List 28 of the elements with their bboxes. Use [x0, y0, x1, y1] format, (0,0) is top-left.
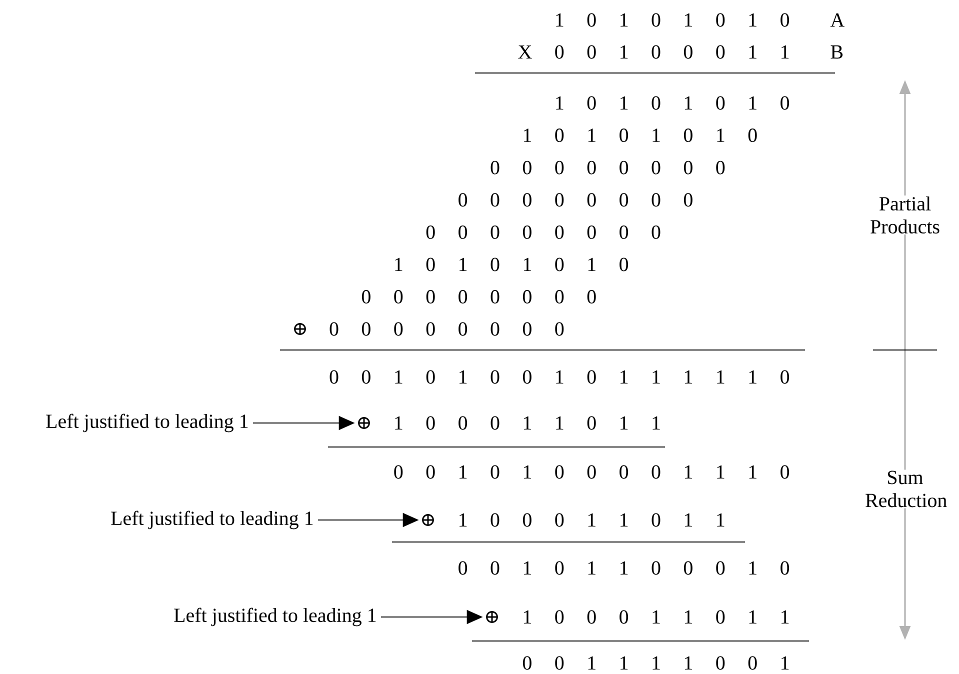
side-label: Sum Reduction [864, 470, 947, 508]
bit-row: 0 0 1 0 1 0 0 0 0 1 1 1 0 [394, 465, 790, 479]
annotation-text: Left justified to leading 1 [46, 414, 248, 432]
bit-row: 0 0 1 0 1 0 0 1 0 1 1 1 1 1 0 [330, 370, 790, 384]
bit-row: 1 0 1 0 1 0 1 0 [556, 13, 790, 27]
bit-row: 0 0 0 0 0 0 0 0 [362, 290, 596, 304]
operand-letter: A [830, 13, 844, 27]
xor-symbol: ⊕ [358, 417, 370, 429]
bit-row: 0 0 1 1 1 1 0 0 1 [522, 656, 789, 670]
bit-row: 1 0 1 0 1 0 1 0 [556, 96, 790, 110]
bit-row: 0 0 0 0 0 0 0 0 [426, 225, 660, 239]
bit-row: X 0 0 1 0 0 0 1 1 [518, 45, 789, 59]
side-label: Partial Products [864, 195, 946, 235]
bit-row: 1 0 0 0 1 1 0 1 1 [395, 416, 660, 430]
operand-letter: B [830, 45, 843, 59]
bit-row: 0 0 0 0 0 0 0 0 [458, 193, 692, 207]
bit-row: 0 0 0 0 0 0 0 0 [490, 160, 725, 174]
xor-symbol: ⊕ [422, 514, 434, 526]
xor-symbol: ⊕ [486, 611, 498, 623]
bit-row: 0 0 0 0 0 0 0 0 [330, 322, 564, 336]
annotation-text: Left justified to leading 1 [174, 608, 376, 626]
bit-row: 1 0 0 0 1 1 0 1 1 [524, 610, 789, 624]
annotation-text: Left justified to leading 1 [111, 510, 313, 530]
bit-row: 1 0 1 0 1 0 1 0 [395, 258, 628, 272]
bit-row: 1 0 1 0 1 0 1 0 [524, 128, 757, 142]
bit-row: 0 0 1 0 1 1 0 0 0 1 0 [458, 561, 790, 575]
xor-symbol: ⊕ [294, 323, 306, 335]
bit-row: 1 0 0 0 1 1 0 1 1 [460, 513, 724, 527]
